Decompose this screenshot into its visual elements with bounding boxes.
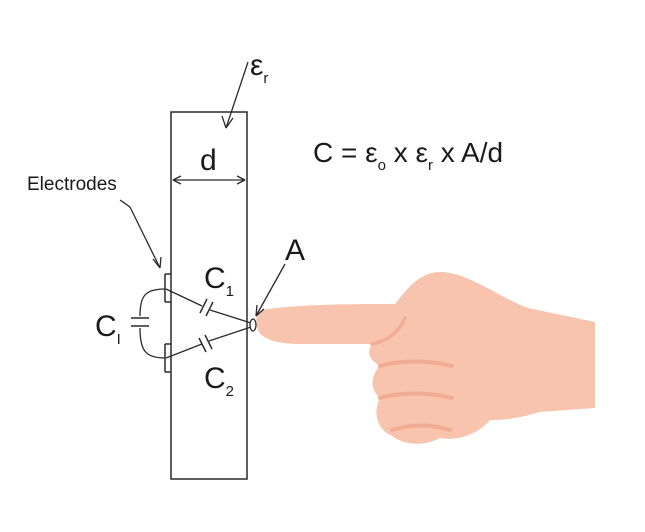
epsilon-r-pointer-line xyxy=(225,61,249,129)
c2-plate-right xyxy=(204,334,213,350)
electrodes-pointer xyxy=(119,199,161,269)
ci-label: CI xyxy=(95,310,121,348)
epsilon-r-pointer-arrowhead xyxy=(221,115,234,129)
hand-shape xyxy=(256,272,595,444)
c2-wire-left xyxy=(165,343,203,359)
contact-a-pointer-arrowhead xyxy=(255,304,265,317)
ci-wire-top xyxy=(139,288,166,317)
c2-plate-left xyxy=(198,337,207,353)
c2-label: C2 xyxy=(204,362,234,400)
pointing-hand-icon xyxy=(256,272,595,444)
c1-wire-left xyxy=(165,288,203,307)
electrodes-pointer-arrowhead xyxy=(152,256,162,269)
electrode-bottom xyxy=(164,343,171,373)
thickness-d-arrowhead-left xyxy=(172,175,182,185)
hand-crease-4 xyxy=(370,316,407,346)
thickness-d-arrowhead-right xyxy=(236,175,246,185)
thickness-d-label: d xyxy=(200,144,217,177)
c1-label: C1 xyxy=(204,262,234,300)
capacitance-formula: C = εo x εr x A/d xyxy=(313,137,503,174)
contact-a-label: A xyxy=(285,234,305,267)
hand-crease-2 xyxy=(378,391,454,400)
electrode-top xyxy=(164,273,171,303)
c2-wire-right xyxy=(208,326,252,342)
c1-wire-right xyxy=(209,309,252,324)
contact-a-pointer-line xyxy=(255,263,286,317)
ci-wire-bottom xyxy=(139,327,166,359)
epsilon-r-label: εr xyxy=(250,49,268,87)
hand-crease-1 xyxy=(378,359,454,368)
c1-plate-right xyxy=(205,301,214,317)
contact-area-a xyxy=(249,318,257,332)
electrodes-label: Electrodes xyxy=(27,174,117,195)
hand-crease-3 xyxy=(390,423,452,432)
dielectric-panel xyxy=(170,111,248,480)
c1-plate-left xyxy=(199,298,208,314)
